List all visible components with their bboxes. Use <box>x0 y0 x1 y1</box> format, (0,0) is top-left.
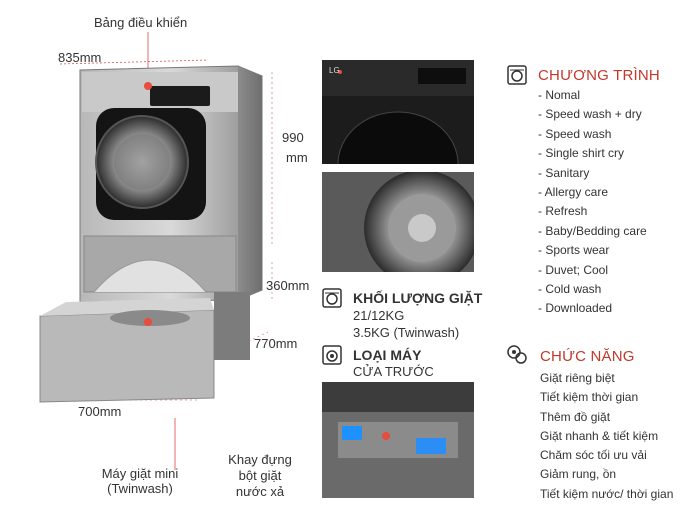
height-main-value: 990 <box>282 130 304 145</box>
program-item: - Speed wash <box>538 126 612 141</box>
height-main-unit: mm <box>286 150 308 165</box>
height-mini-dimension: 360mm <box>266 278 310 293</box>
washer-capacity-icon <box>322 288 342 308</box>
depth-dimension: 770mm <box>254 336 298 351</box>
capacity-main: 21/12KG <box>353 308 405 323</box>
function-item: Tiết kiệm nước/ thời gian <box>540 486 674 501</box>
functions-icon <box>507 345 527 364</box>
program-item: - Nomal <box>538 88 581 102</box>
front-load-icon <box>322 345 342 365</box>
function-item: Thêm đồ giặt <box>540 409 611 424</box>
mini-label-line1: Máy giặt mini <box>101 466 179 481</box>
machine-type-title: LOẠI MÁY <box>353 347 422 363</box>
tray-label-line1: Khay đựng <box>228 452 292 467</box>
width-bottom-dimension: 700mm <box>78 404 122 419</box>
control-panel-label: Bảng điều khiển <box>94 15 188 30</box>
program-icon <box>507 65 527 85</box>
tray-label-line2: bột giặt <box>238 468 282 483</box>
tray-label-line3: nước xả <box>235 484 285 499</box>
functions-title: CHỨC NĂNG <box>540 348 635 365</box>
capacity-mini: 3.5KG (Twinwash) <box>353 325 460 340</box>
function-item: Tiết kiệm thời gian <box>540 390 639 405</box>
program-item: - Baby/Bedding care <box>538 223 647 238</box>
program-item: - Sports wear <box>538 243 610 258</box>
tray-label: Khay đựng bột giặt nước xả <box>220 452 300 500</box>
program-item: - Sanitary <box>538 165 590 180</box>
program-item: - Cold wash <box>538 281 602 296</box>
program-item: - Allergy care <box>538 184 609 199</box>
drum-photo <box>322 172 474 272</box>
program-item: - Speed wash + dry <box>538 107 642 122</box>
detergent-tray-photo <box>322 382 474 498</box>
program-item: - Single shirt cry <box>538 146 625 161</box>
machine-type-value: CỬA TRƯỚC <box>353 364 434 379</box>
control-panel-photo: LG <box>322 60 474 164</box>
mini-washer-label: Máy giặt mini (Twinwash) <box>80 466 200 496</box>
programs-title: CHƯƠNG TRÌNH <box>538 67 660 84</box>
function-item: Giặt nhanh & tiết kiệm <box>540 428 659 443</box>
function-item: Giảm rung, ồn <box>540 467 617 482</box>
capacity-title: KHỐI LƯỢNG GIẶT <box>353 290 483 306</box>
program-item: - Refresh <box>538 204 588 219</box>
programs-list: - Nomal - Speed wash + dry - Speed wash - S… <box>538 86 647 319</box>
lg-logo: LG <box>329 66 340 75</box>
program-item: - Downloaded <box>538 301 613 316</box>
mini-label-line2: (Twinwash) <box>107 481 173 496</box>
program-item: - Duvet; Cool <box>538 262 609 277</box>
function-item: Chăm sóc tối ưu vải <box>540 448 647 463</box>
washer-illustration <box>39 32 273 470</box>
width-top-dimension: 835mm <box>58 50 102 65</box>
function-item: Giặt riêng biệt <box>540 371 615 385</box>
